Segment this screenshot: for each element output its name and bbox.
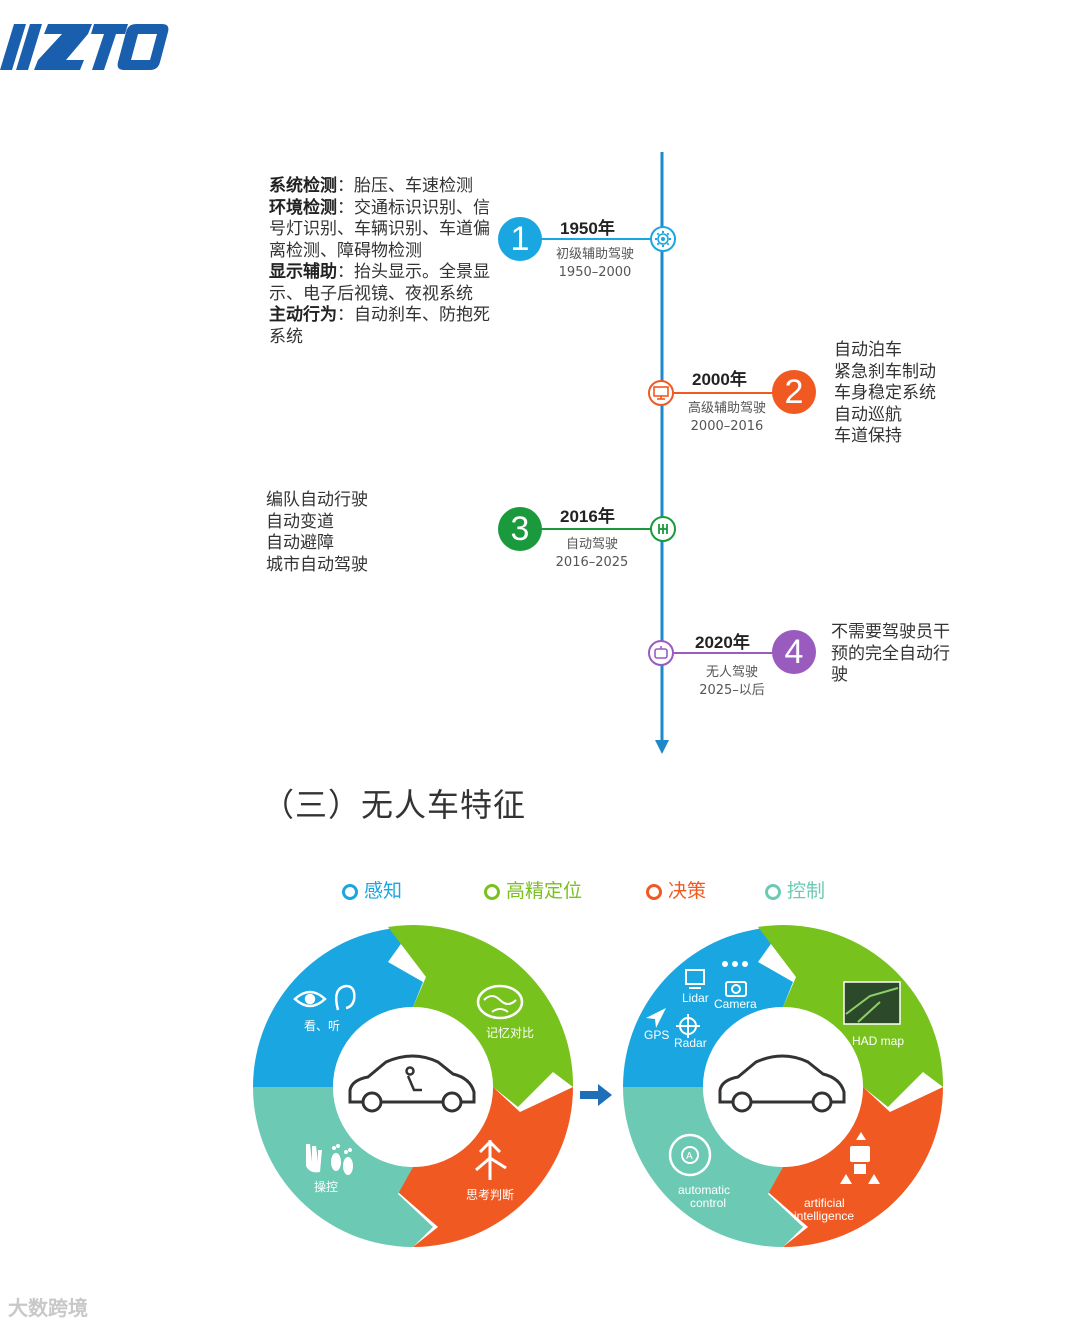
company-logo (0, 22, 170, 74)
legend-localization: 高精定位 (484, 876, 582, 903)
circle-icon (484, 884, 500, 900)
stage-4-caption: 无人驾驶 2025–以后 (682, 664, 782, 700)
stage-2-details: 自动泊车 紧急刹车制动 车身稳定系统 自动巡航 车道保持 (834, 340, 974, 448)
detail-label: 环境检测 (269, 198, 337, 218)
detail-item: 不需要驾驶员干 (831, 622, 971, 644)
stage-2-range: 2000–2016 (677, 418, 777, 436)
lidar-label: Lidar (682, 991, 709, 1005)
circle-icon (646, 884, 662, 900)
memory-label: 记忆对比 (486, 1026, 534, 1040)
radar-label: Radar (674, 1036, 707, 1050)
control-label-line1: automatic (678, 1183, 730, 1197)
detail-item: 驶 (831, 665, 971, 687)
gps-label: GPS (644, 1028, 669, 1042)
control-label: 操控 (314, 1179, 338, 1194)
stage-3-number: 3 (498, 507, 542, 551)
autonomous-driving-cycle: Lidar Camera GPS Radar HAD map artificia… (618, 922, 948, 1252)
watermark: 大数跨境 (8, 1292, 88, 1321)
stage-1-range: 1950–2000 (545, 264, 645, 282)
gear-icon (650, 226, 676, 252)
stage-2-name: 高级辅助驾驶 (677, 400, 777, 418)
detail-item: 车道保持 (834, 426, 974, 448)
stage-1-name: 初级辅助驾驶 (545, 246, 645, 264)
control-label-line2: control (690, 1196, 726, 1210)
stage-4-details: 不需要驾驶员干 预的完全自动行 驶 (831, 622, 971, 687)
stage-2-caption: 高级辅助驾驶 2000–2016 (677, 400, 777, 436)
stage-1-caption: 初级辅助驾驶 1950–2000 (545, 246, 645, 282)
gearshift-icon (650, 516, 676, 542)
stage-2-year: 2000年 (692, 365, 747, 390)
circle-icon (765, 884, 781, 900)
stage-2-connector (674, 392, 778, 394)
detail-item: 城市自动驾驶 (266, 555, 426, 577)
legend-label: 感知 (364, 880, 402, 902)
stage-2-number: 2 (772, 370, 816, 414)
stage-4-range: 2025–以后 (682, 682, 782, 700)
stage-3-year: 2016年 (560, 502, 615, 527)
ai-label-line2: intelligence (794, 1209, 854, 1223)
detail-item: 自动避障 (266, 533, 426, 555)
detail-item: 自动巡航 (834, 405, 974, 427)
ai-label-line1: artificial (804, 1196, 845, 1210)
stage-1-year: 1950年 (560, 214, 615, 239)
detail-item: 车身稳定系统 (834, 383, 974, 405)
detail-item: 自动变道 (266, 512, 426, 534)
human-driving-cycle: 看、听 记忆对比 思考判断 操控 (248, 922, 578, 1252)
map-label: HAD map (852, 1034, 904, 1048)
stage-3-connector (540, 528, 652, 530)
legend-label: 控制 (787, 880, 825, 902)
legend-perception: 感知 (342, 876, 402, 903)
perception-label: 看、听 (304, 1019, 340, 1033)
stage-3-caption: 自动驾驶 2016–2025 (542, 536, 642, 572)
stage-4-year: 2020年 (695, 628, 750, 653)
stage-4-number: 4 (772, 630, 816, 674)
legend-control: 控制 (765, 876, 825, 903)
stage-1-number: 1 (498, 217, 542, 261)
stage-3-details: 编队自动行驶 自动变道 自动避障 城市自动驾驶 (266, 490, 426, 576)
steering-icon (648, 640, 674, 666)
detail-item: 自动泊车 (834, 340, 974, 362)
legend-decision: 决策 (646, 876, 706, 903)
detail-item: 紧急刹车制动 (834, 362, 974, 384)
map-icon (844, 982, 900, 1024)
svg-text:A: A (686, 1151, 693, 1162)
stage-3-name: 自动驾驶 (542, 536, 642, 554)
legend-label: 决策 (668, 880, 706, 902)
section-title: （三）无人车特征 (262, 780, 526, 826)
legend-label: 高精定位 (506, 880, 582, 902)
stage-1-details: 系统检测：胎压、车速检测 环境检测：交通标识识别、信号灯识别、车辆识别、车道偏离… (269, 176, 501, 348)
detail-label: 显示辅助 (269, 262, 337, 282)
detail-item: 编队自动行驶 (266, 490, 426, 512)
monitor-icon (648, 380, 674, 406)
detail-text: 胎压、车速检测 (354, 176, 473, 196)
circle-icon (342, 884, 358, 900)
more-icon (722, 961, 748, 967)
stage-3-range: 2016–2025 (542, 554, 642, 572)
detail-item: 预的完全自动行 (831, 644, 971, 666)
detail-label: 系统检测 (269, 176, 337, 196)
camera-label: Camera (714, 997, 757, 1011)
arrow-right-icon (580, 1084, 614, 1106)
stage-4-name: 无人驾驶 (682, 664, 782, 682)
detail-label: 主动行为 (269, 305, 337, 325)
decision-label: 思考判断 (466, 1187, 514, 1202)
